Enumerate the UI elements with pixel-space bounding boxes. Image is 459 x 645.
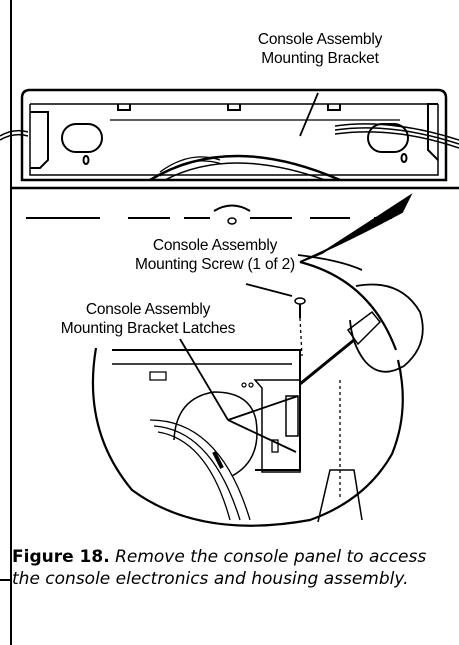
latches-callout-line-1: Console Assembly bbox=[85, 301, 211, 318]
screw-callout-line-2: Mounting Screw (1 of 2) bbox=[135, 256, 295, 273]
figure-number: Figure 18. bbox=[12, 547, 110, 567]
latches-callout-line-2: Mounting Bracket Latches bbox=[60, 320, 236, 337]
screw-callout-line-1: Console Assembly bbox=[152, 237, 278, 254]
mounting-bracket-drawing bbox=[0, 88, 459, 182]
bracket-callout-line-2: Mounting Bracket bbox=[261, 50, 379, 67]
screw-callout-label: Console Assembly Mounting Screw (1 of 2) bbox=[120, 236, 310, 274]
figure-caption-text: Remove the console panel to access the c… bbox=[12, 547, 427, 589]
bracket-callout-label: Console Assembly Mounting Bracket bbox=[228, 30, 412, 68]
magnified-detail-drawing bbox=[91, 254, 424, 527]
figure-caption: Figure 18. Remove the console panel to a… bbox=[12, 546, 452, 590]
console-edge-drawing bbox=[26, 193, 413, 263]
latches-callout-label: Console Assembly Mounting Bracket Latche… bbox=[32, 300, 264, 338]
bracket-callout-line-1: Console Assembly bbox=[257, 31, 383, 48]
